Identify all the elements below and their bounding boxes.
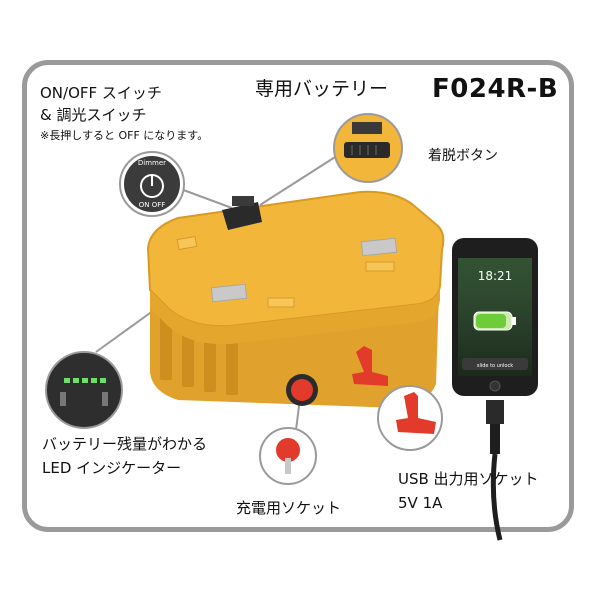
led-dot [91,378,97,383]
switch-note: ※長押しすると OFF になります。 [40,129,209,142]
led-label-line2: LED インジケーター [42,459,182,477]
leader-line-release [259,151,344,206]
usb-label-line1: USB 出力用ソケット [398,470,539,488]
usb-socket [352,346,388,386]
svg-text:ON OFF: ON OFF [139,201,166,209]
led-dot [64,378,70,383]
product-title: 専用バッテリー [255,78,389,100]
release-button-callout [333,113,403,183]
led-dot [100,378,106,383]
svg-text:slide to unlock: slide to unlock [477,363,513,369]
led-dot [73,378,79,383]
usb-socket-callout [377,385,443,451]
release-button-label: 着脱ボタン [428,148,498,164]
charge-socket [286,374,318,406]
led-dot [82,378,88,383]
switch-label-line1: ON/OFF スイッチ [40,84,162,102]
charge-socket-callout [259,427,317,485]
charge-socket-label: 充電用ソケット [236,499,342,517]
led-label-line1: バッテリー残量がわかる [42,435,208,453]
led-indicator-callout [45,351,123,429]
switch-label-line2: & 調光スイッチ [40,106,147,124]
dimmer-switch-callout: Dimmer ON OFF [119,151,185,217]
leader-line-switch [177,187,233,209]
usb-label-line2: 5V 1A [398,494,443,512]
svg-text:18:21: 18:21 [478,269,513,283]
svg-text:Dimmer: Dimmer [138,159,166,167]
model-number: F024R-B [432,74,559,104]
smartphone: 18:21 slide to unlock [452,238,538,541]
